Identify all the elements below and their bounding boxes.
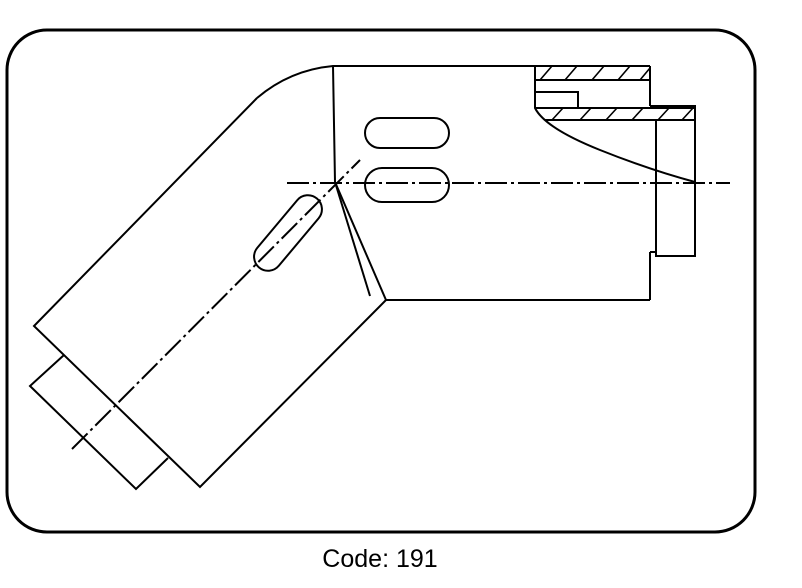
centerlines [71, 159, 730, 450]
angled-body [32, 97, 387, 489]
horizontal-slots [364, 117, 450, 203]
caption: Code: 191 [0, 544, 760, 574]
drawing-frame [5, 28, 757, 534]
internal-sleeve [534, 65, 696, 183]
right-nozzle [650, 105, 696, 257]
caption-code: 191 [395, 545, 438, 573]
caption-prefix: Code: [322, 545, 390, 573]
angled-slot [253, 194, 323, 272]
elbow-connector-drawing [5, 28, 757, 534]
